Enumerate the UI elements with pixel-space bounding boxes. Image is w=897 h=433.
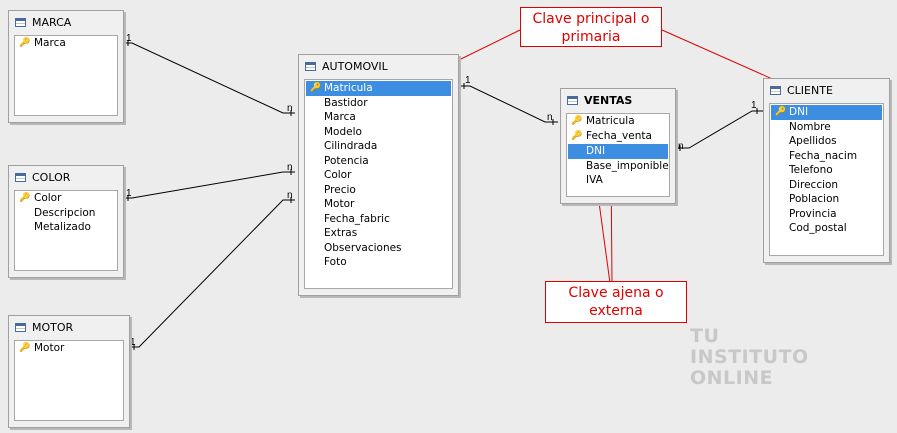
key-icon: 🔑 [19, 193, 31, 203]
field-row[interactable]: Apellidos [789, 135, 837, 147]
field-row[interactable]: Metalizado [34, 221, 91, 233]
table-icon [15, 322, 26, 332]
key-icon: 🔑 [19, 343, 31, 353]
field-list: 🔑Motor [14, 340, 124, 421]
cardinality-many: n [547, 112, 553, 123]
table-icon [305, 61, 316, 71]
field-list: 🔑Matricula 🔑Fecha_venta DNI Base_imponib… [566, 113, 670, 197]
callout-primary-key: Clave principal o primaria [520, 7, 662, 47]
table-header: COLOR [9, 166, 123, 188]
field-row[interactable]: 🔑Fecha_venta [571, 129, 652, 142]
table-cliente[interactable]: CLIENTE 🔑DNI Nombre Apellidos Fecha_naci… [763, 78, 890, 263]
table-title: MOTOR [32, 320, 74, 334]
cardinality-one: 1 [126, 188, 132, 199]
table-header: AUTOMOVIL [299, 55, 458, 77]
table-title: CLIENTE [787, 83, 833, 97]
table-icon [770, 85, 781, 95]
cardinality-many: n [678, 141, 684, 152]
field-row[interactable]: Provincia [789, 207, 837, 220]
cardinality-many: n [287, 103, 293, 114]
field-row[interactable]: Descripcion [34, 206, 96, 219]
field-row[interactable]: Nombre [789, 120, 831, 133]
relation-marca-automovil [124, 42, 295, 114]
field-row[interactable]: Telefono [789, 164, 833, 176]
field-row[interactable]: Base_imponible [586, 159, 669, 172]
relation-color-automovil [124, 171, 295, 199]
table-automovil[interactable]: AUTOMOVIL 🔑Matricula Bastidor Marca Mode… [298, 54, 459, 296]
cardinality-one: 1 [130, 337, 136, 348]
table-marca[interactable]: MARCA 🔑Marca [8, 10, 124, 123]
field-row[interactable]: Potencia [324, 154, 369, 167]
relation-automovil-ventas [459, 85, 558, 123]
field-row[interactable]: Foto [324, 256, 347, 268]
field-row[interactable]: 🔑Matricula [571, 115, 635, 127]
field-row-selected[interactable]: 🔑DNI [771, 105, 882, 120]
field-row[interactable]: Observaciones [324, 241, 402, 254]
cardinality-many: n [287, 190, 293, 201]
key-icon: 🔑 [19, 38, 31, 48]
field-row[interactable]: Marca [324, 111, 356, 123]
field-row[interactable]: Fecha_nacim [789, 149, 858, 162]
field-row[interactable]: Precio [324, 183, 356, 196]
field-list: 🔑Marca [14, 35, 118, 116]
key-icon: 🔑 [571, 130, 583, 141]
table-icon [15, 17, 26, 27]
field-list: 🔑Color Descripcion Metalizado [14, 190, 118, 271]
key-icon: 🔑 [310, 83, 322, 93]
field-row[interactable]: Bastidor [324, 96, 368, 109]
table-header: CLIENTE [764, 79, 889, 101]
field-row[interactable]: Cod_postal [789, 222, 847, 234]
field-row[interactable]: IVA [586, 174, 603, 186]
field-row[interactable]: Direccion [789, 178, 839, 191]
field-row[interactable]: 🔑Motor [19, 342, 65, 354]
relation-motor-automovil [130, 199, 295, 348]
field-row-selected[interactable]: DNI [568, 144, 668, 159]
table-header: MARCA [9, 11, 123, 33]
key-icon: 🔑 [571, 116, 583, 126]
key-icon: 🔑 [775, 107, 787, 117]
table-icon [567, 95, 578, 105]
table-header: MOTOR [9, 316, 129, 338]
table-title: COLOR [32, 170, 71, 184]
callout-foreign-key: Clave ajena o externa [545, 281, 687, 323]
field-row[interactable]: Color [324, 169, 352, 181]
field-row[interactable]: 🔑Color [19, 192, 62, 204]
field-row[interactable]: Poblacion [789, 193, 840, 205]
relation-cliente-ventas [676, 110, 763, 149]
table-motor[interactable]: MOTOR 🔑Motor [8, 315, 130, 428]
table-color[interactable]: COLOR 🔑Color Descripcion Metalizado [8, 165, 124, 278]
table-title: VENTAS [584, 93, 633, 107]
field-row[interactable]: Modelo [324, 125, 362, 138]
table-title: MARCA [32, 15, 72, 29]
cardinality-one: 1 [126, 33, 132, 44]
field-row[interactable]: 🔑Marca [19, 37, 66, 49]
table-ventas[interactable]: VENTAS 🔑Matricula 🔑Fecha_venta DNI Base_… [560, 88, 676, 204]
field-row[interactable]: Cilindrada [324, 140, 378, 152]
cardinality-one: 1 [751, 100, 757, 111]
cardinality-many: n [287, 162, 293, 173]
field-row[interactable]: Fecha_fabric [324, 212, 390, 225]
table-header: VENTAS [561, 89, 675, 111]
cardinality-one: 1 [465, 75, 471, 86]
table-title: AUTOMOVIL [322, 59, 388, 73]
field-row-selected[interactable]: 🔑Matricula [306, 81, 451, 96]
field-row[interactable]: Extras [324, 227, 358, 239]
watermark-logo: TU INSTITUTO ONLINE [690, 325, 809, 389]
table-icon [15, 172, 26, 182]
field-list: 🔑DNI Nombre Apellidos Fecha_nacim Telefo… [769, 103, 884, 256]
field-row[interactable]: Motor [324, 198, 355, 210]
field-list: 🔑Matricula Bastidor Marca Modelo Cilindr… [304, 79, 453, 289]
